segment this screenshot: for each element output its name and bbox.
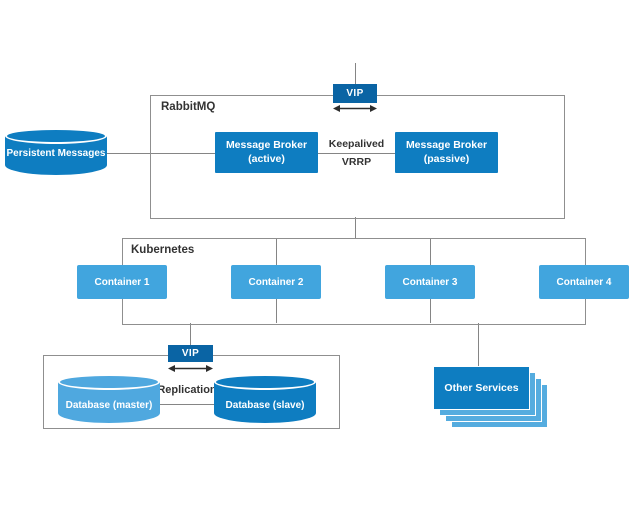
persistent-messages-cylinder: Persistent Messages [5,128,107,175]
vip-bottom-node: VIP [168,345,213,362]
connector-persistent-to-broker [107,153,215,154]
kubernetes-label: Kubernetes [131,244,195,256]
keepalived-label: Keepalived [328,138,385,150]
cylinder-top-icon [58,374,160,390]
database-master-label: Database (master) [65,400,153,411]
message-broker-active-node: Message Broker (active) [215,132,318,173]
broker-active-line1: Message Broker [225,138,308,151]
vrrp-label: VRRP [341,156,372,168]
container-2-label: Container 2 [248,276,304,288]
failover-arrow-top-icon [333,105,377,112]
broker-active-line2: (active) [248,152,285,165]
persistent-messages-label: Persistent Messages [6,148,106,159]
connector-broker-to-broker [318,153,395,154]
broker-passive-line2: (passive) [423,152,470,165]
cylinder-top-icon [214,374,316,390]
failover-arrow-bottom-icon [168,365,213,372]
vip-bottom-label: VIP [181,348,200,359]
message-broker-passive-node: Message Broker (passive) [395,132,498,173]
connector-k8s-to-vip-bottom [190,323,191,345]
container-3-label: Container 3 [402,276,458,288]
container-2-node: Container 2 [231,265,321,299]
broker-passive-line1: Message Broker [405,138,488,151]
other-services-label: Other Services [444,382,519,394]
container-1-node: Container 1 [77,265,167,299]
replication-label: Replication [157,384,217,396]
rabbitmq-label: RabbitMQ [161,101,216,113]
connector-replication [160,404,214,405]
connector-vip-top-stub [355,63,356,84]
cylinder-top-icon [5,128,107,144]
vip-top-node: VIP [333,84,377,103]
connector-rabbitmq-to-k8s [355,217,356,238]
database-slave-label: Database (slave) [225,400,305,411]
vip-top-label: VIP [346,88,364,99]
database-slave-cylinder: Database (slave) [214,374,316,423]
database-master-cylinder: Database (master) [58,374,160,423]
container-3-node: Container 3 [385,265,475,299]
container-4-label: Container 4 [556,276,612,288]
other-services-node: Other Services [433,366,530,410]
connector-k8s-to-other-services [478,323,479,366]
container-1-label: Container 1 [94,276,150,288]
container-4-node: Container 4 [539,265,629,299]
kubernetes-group-box: Kubernetes [122,238,586,325]
